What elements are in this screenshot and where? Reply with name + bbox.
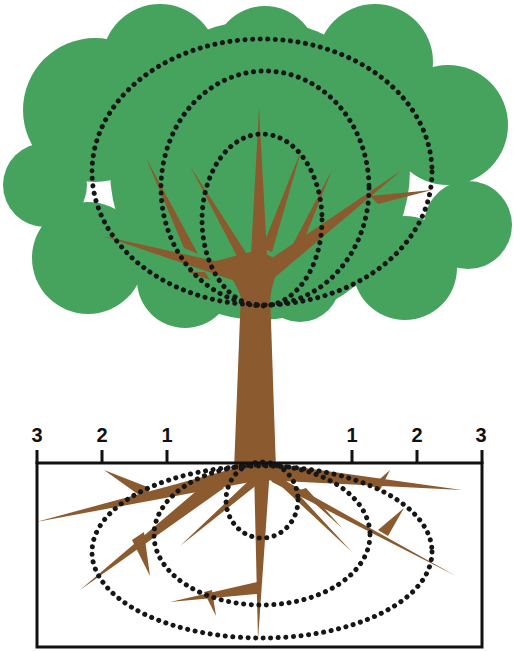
root-zone (92, 466, 432, 638)
root (266, 470, 352, 552)
scale-number: 1 (161, 425, 172, 445)
scale-tick (36, 450, 39, 464)
root (254, 468, 270, 640)
branch (190, 166, 252, 262)
scale-tick (166, 450, 169, 464)
branch (188, 272, 210, 280)
root (80, 476, 224, 590)
canopy-zone (92, 39, 432, 305)
canopy (3, 4, 512, 328)
branch (266, 170, 402, 278)
canopy-zone (161, 71, 369, 305)
trunk (234, 292, 276, 470)
root-zone (154, 465, 370, 605)
scale-number: 2 (96, 425, 107, 445)
roots (36, 462, 462, 640)
branch (262, 148, 302, 252)
soil-box (37, 463, 482, 647)
root (378, 508, 404, 536)
scale-number: 2 (411, 425, 422, 445)
root (36, 462, 262, 522)
root (266, 470, 456, 576)
root (300, 488, 342, 528)
scale-tick (351, 450, 354, 464)
root (132, 532, 150, 576)
trunk-and-branches (103, 108, 432, 470)
dotted-zones (92, 39, 432, 638)
root (372, 470, 390, 490)
scale-number: 1 (346, 425, 357, 445)
root (104, 470, 150, 500)
scale-tick (481, 450, 484, 464)
canopy-blob (388, 65, 508, 185)
canopy-blob (353, 216, 457, 320)
scale-tick (416, 450, 419, 464)
canopy-blob (213, 6, 317, 110)
scale-ticks (37, 450, 482, 464)
canopy-blob (3, 143, 87, 227)
scale-number: 3 (31, 425, 42, 445)
root-zone (226, 462, 298, 538)
branch (370, 190, 432, 204)
branch (292, 170, 332, 250)
canopy-zone (202, 134, 322, 306)
scale-number: 3 (475, 425, 486, 445)
root (180, 470, 268, 546)
scale-tick (101, 450, 104, 464)
